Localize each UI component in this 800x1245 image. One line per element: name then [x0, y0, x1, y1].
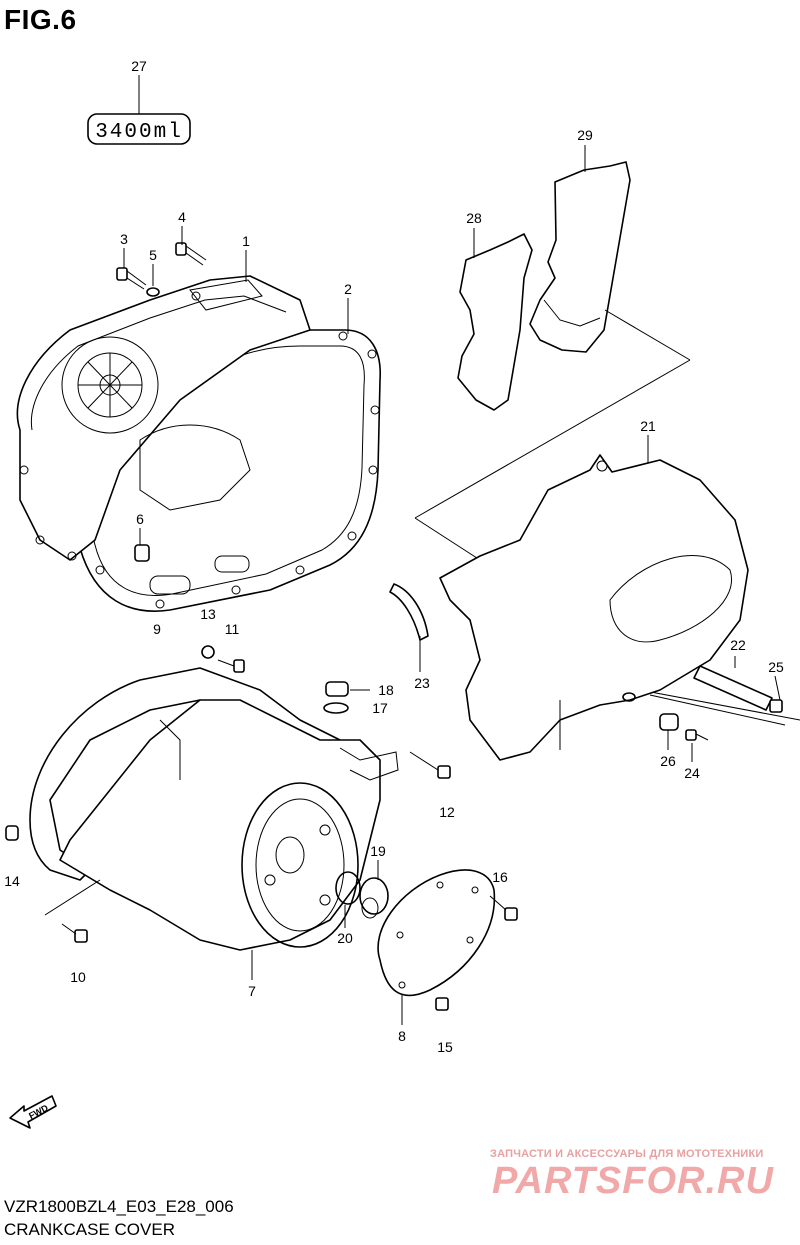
callout-13: 13: [200, 606, 216, 622]
callout-7: 7: [248, 983, 256, 999]
callout-16: 16: [492, 869, 508, 885]
fwd-arrow-icon: FWD: [9, 1095, 57, 1129]
callout-3: 3: [120, 231, 128, 247]
generator-cover-part-7: [59, 699, 399, 980]
callout-1: 1: [242, 233, 250, 249]
callout-9: 9: [153, 621, 161, 637]
bolt-part-11: [217, 659, 245, 673]
clip-part-23: [389, 583, 429, 641]
callout-20: 20: [337, 930, 353, 946]
callout-29: 29: [577, 127, 593, 143]
callout-27: 27: [131, 58, 147, 74]
callout-2: 2: [344, 281, 352, 297]
plug-part-19: [359, 860, 389, 919]
oring-part-20: [335, 871, 361, 928]
callout-22: 22: [730, 637, 746, 653]
inspection-cover-part-8: [377, 869, 496, 1025]
callout-numbers: 27 29 28 4 3 1 5 2 21 6 13 9 11 22 25 23…: [4, 58, 784, 1055]
section-name: CRANKCASE COVER: [4, 1220, 175, 1239]
oring-part-17: [323, 702, 349, 714]
callout-15: 15: [437, 1039, 453, 1055]
callout-6: 6: [136, 511, 144, 527]
leader-lines: [123, 145, 800, 762]
callout-25: 25: [768, 659, 784, 675]
bolt-part-15: [435, 997, 449, 1011]
callout-5: 5: [149, 247, 157, 263]
bolt-part-12: [409, 751, 451, 779]
callout-10: 10: [70, 969, 86, 985]
sealant-part-27: 3400ml: [87, 75, 191, 145]
crankcase-cover-part-1: [16, 275, 311, 562]
cover-part-28: [457, 233, 533, 411]
bolt-part-16: [489, 895, 518, 921]
sealant-label: 3400ml: [95, 121, 183, 144]
spacer-part-22: [693, 665, 773, 711]
nut-part-25: [769, 699, 783, 713]
dowel-part-14: [5, 825, 19, 841]
watermark-tagline: ЗАПЧАСТИ И АКСЕССУАРЫ ДЛЯ МОТОТЕХНИКИ: [490, 1148, 764, 1160]
callout-19: 19: [370, 843, 386, 859]
callout-18: 18: [378, 682, 394, 698]
washer-part-5: [146, 287, 160, 297]
watermark-logo: PARTSFOR.RU: [492, 1160, 774, 1202]
cap-part-18: [325, 681, 370, 697]
callout-21: 21: [640, 418, 656, 434]
callout-23: 23: [414, 675, 430, 691]
callout-26: 26: [660, 753, 676, 769]
cover-part-29: [529, 161, 631, 353]
outer-cover-part-21: [439, 454, 749, 761]
callout-24: 24: [684, 765, 700, 781]
model-code: VZR1800BZL4_E03_E28_006: [4, 1197, 234, 1216]
callout-14: 14: [4, 873, 20, 889]
figure-title: FIG.6: [4, 4, 77, 35]
grommet-part-26: [659, 713, 679, 731]
callout-12: 12: [439, 804, 455, 820]
callout-4: 4: [178, 209, 186, 225]
callout-28: 28: [466, 210, 482, 226]
callout-17: 17: [372, 700, 388, 716]
washer-part-13: [201, 645, 215, 659]
bolt-part-3: [116, 267, 147, 290]
bolt-part-10: [44, 879, 101, 943]
bolt-part-4: [175, 242, 207, 266]
bolt-part-24: [685, 729, 709, 741]
callout-8: 8: [398, 1028, 406, 1044]
callout-11: 11: [225, 621, 240, 637]
